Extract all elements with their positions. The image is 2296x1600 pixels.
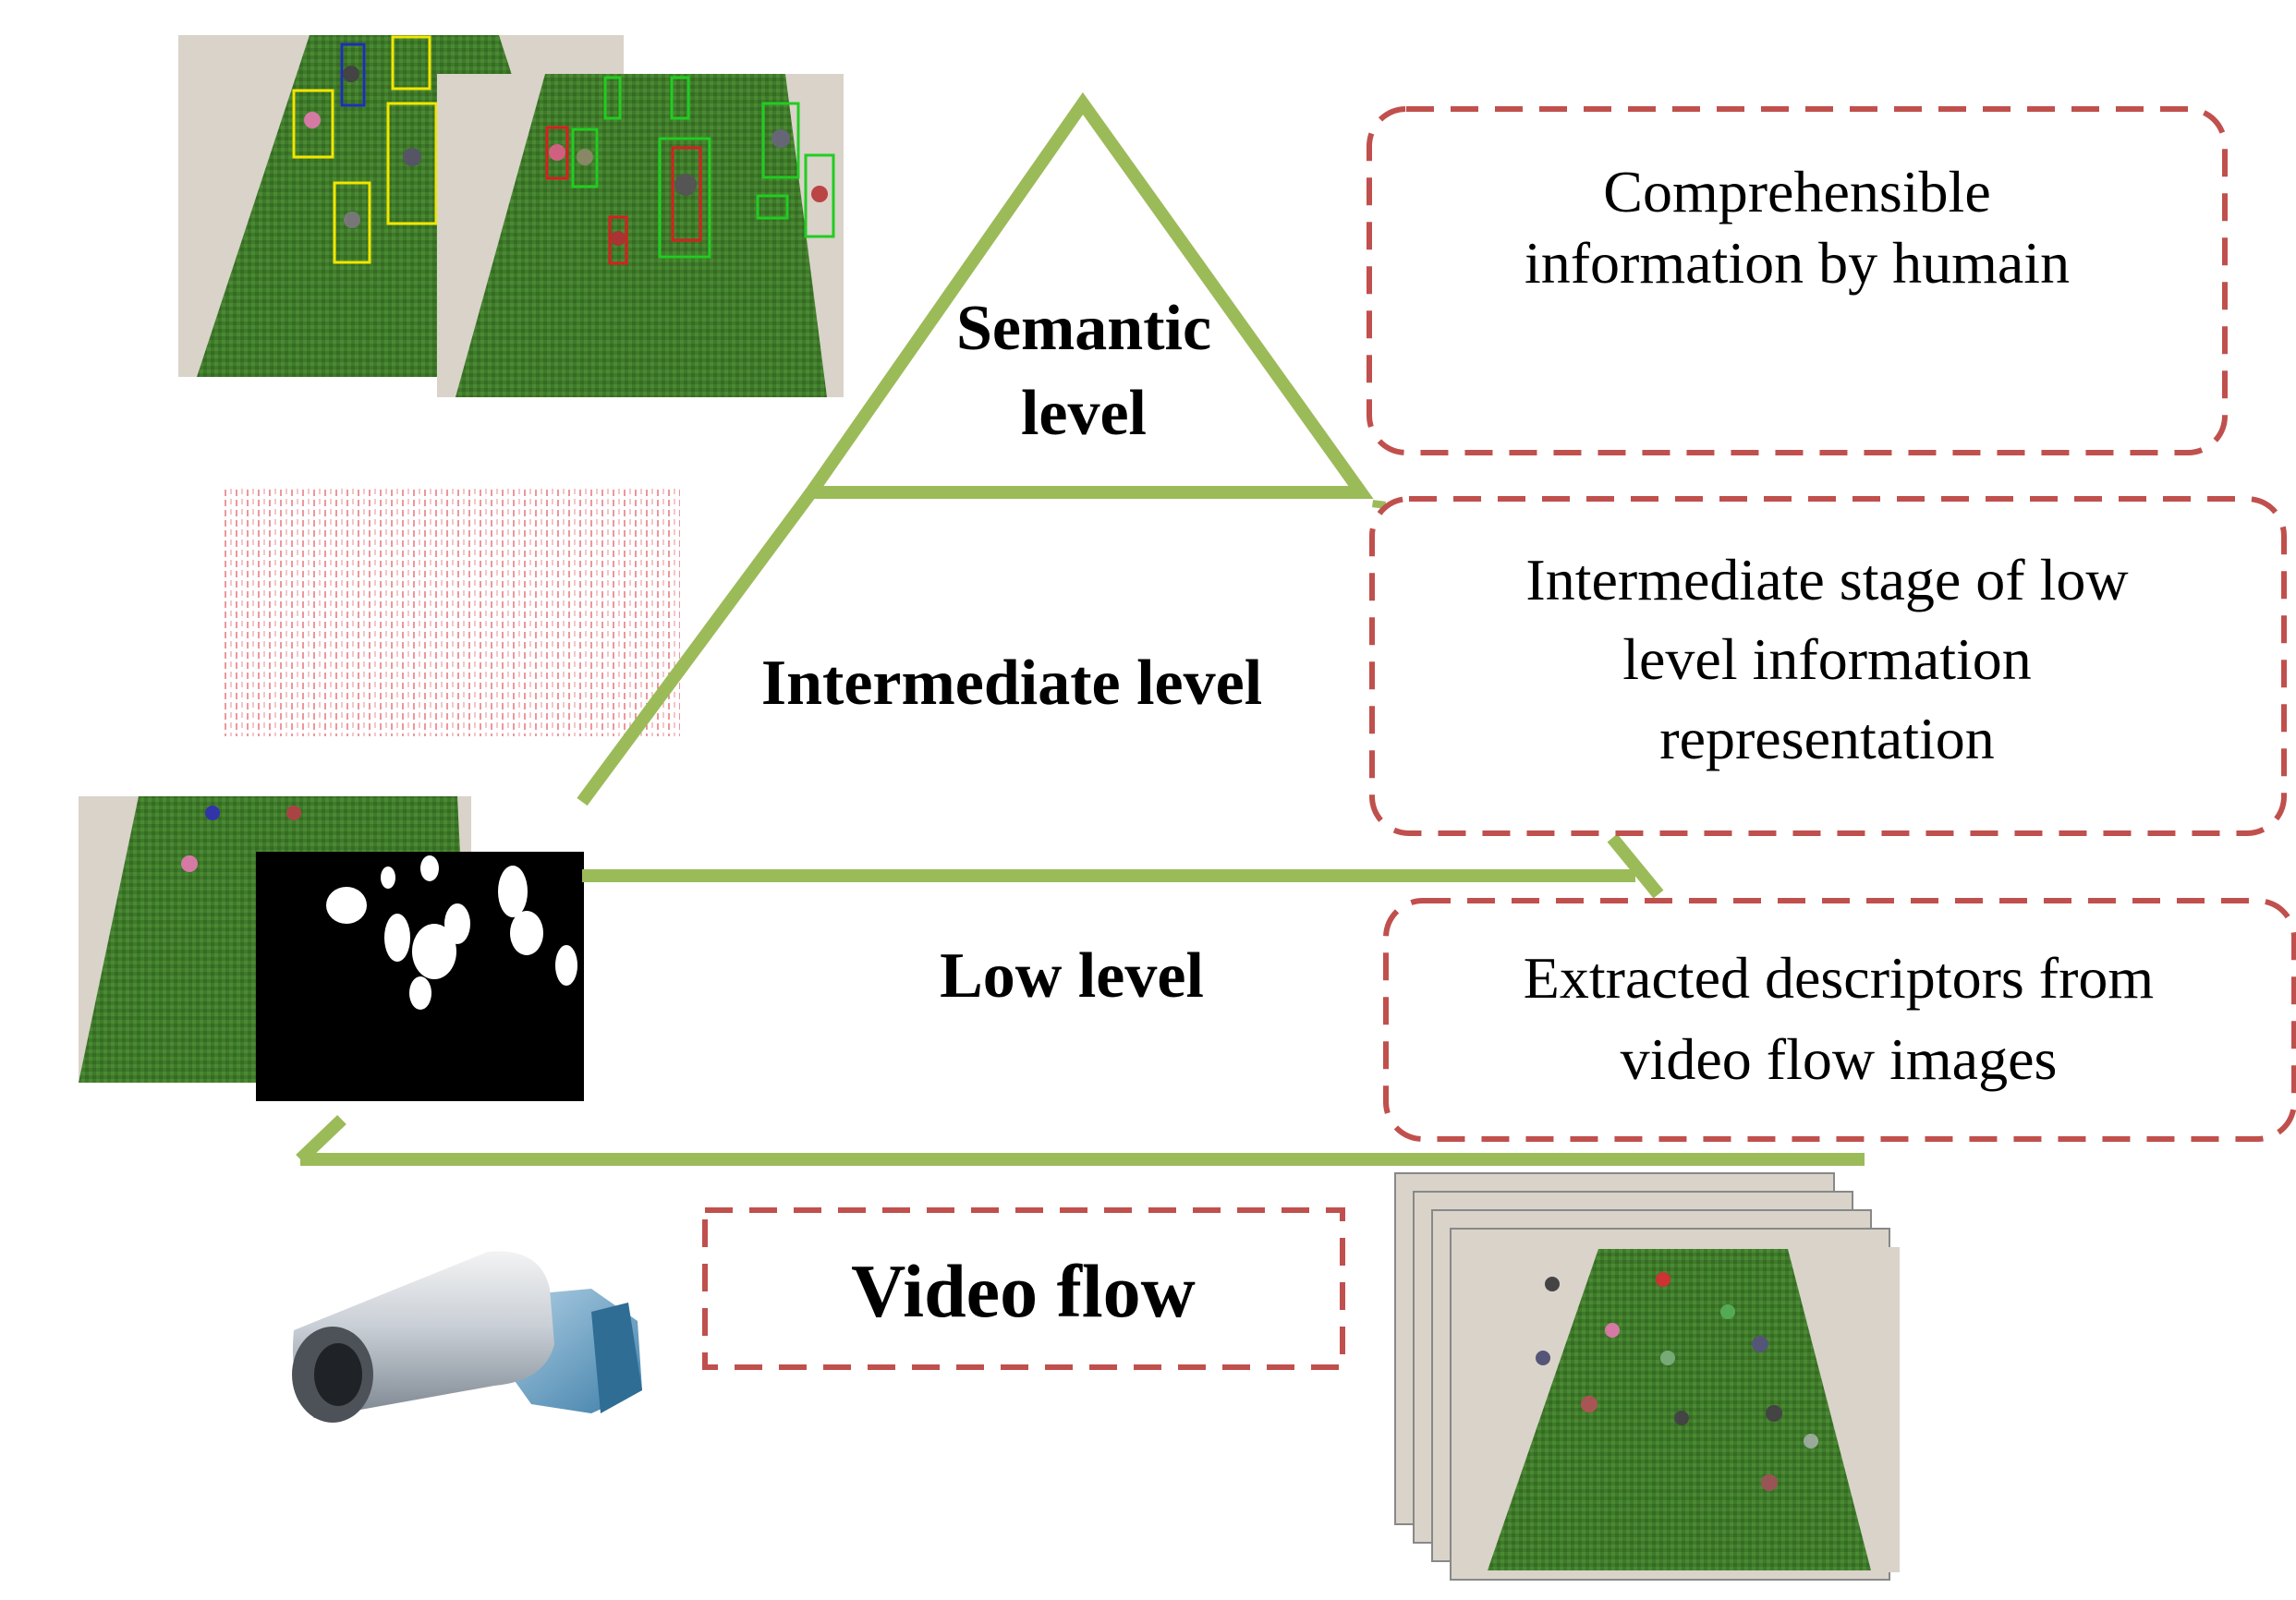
semantic-level-label-line1: Semantic	[955, 293, 1212, 364]
foreground-mask-snapshot	[79, 796, 584, 1101]
pyramid	[296, 91, 1865, 1166]
low-description-line1: Extracted descriptors from	[1523, 945, 2155, 1011]
video-frame-stack	[1394, 1172, 1900, 1581]
semantic-description: Comprehensible information by humain	[1395, 157, 2199, 299]
description-boxes	[702, 106, 2296, 1370]
semantic-level-label-line2: level	[1020, 378, 1148, 449]
intermediate-description-box	[1369, 496, 2287, 836]
low-description-box	[1383, 898, 2296, 1142]
video-flow-label: Video flow	[851, 1249, 1196, 1333]
low-description-line2: video flow images	[1620, 1026, 2058, 1092]
video-flow-box	[702, 1207, 1345, 1370]
semantic-level-label: Semantic level	[931, 286, 1236, 456]
intermediate-level-label: Intermediate level	[760, 648, 1263, 719]
pyramid-apex	[798, 91, 1374, 499]
semantic-snapshot	[178, 35, 844, 397]
semantic-description-box	[1367, 106, 2228, 455]
low-level-label: Low level	[940, 940, 1204, 1012]
intermediate-description-line2: level information	[1622, 626, 2032, 692]
optical-flow-field	[224, 487, 680, 736]
semantic-description-line2: information by humain	[1524, 229, 2071, 296]
low-description: Extracted descriptors from video flow im…	[1395, 938, 2282, 1100]
intermediate-description-line3: representation	[1659, 706, 1995, 771]
security-camera-icon	[292, 1251, 642, 1423]
intermediate-description: Intermediate stage of low level informat…	[1386, 540, 2268, 779]
semantic-description-line1: Comprehensible	[1603, 159, 1991, 224]
intermediate-description-line1: Intermediate stage of low	[1525, 547, 2129, 612]
